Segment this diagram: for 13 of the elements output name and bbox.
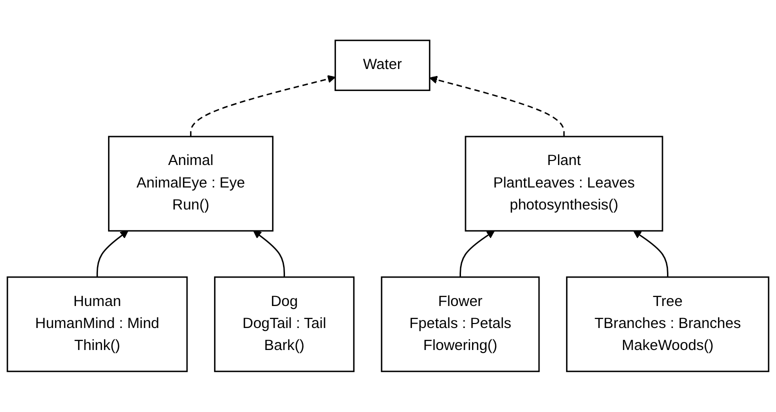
arrow [190, 75, 336, 137]
node-box: Plant PlantLeaves : Leaves photosynthesis() [464, 136, 664, 232]
arrow [429, 76, 565, 137]
arrow [633, 230, 668, 278]
arrow [460, 230, 495, 278]
node-box: Tree TBranches : Branches MakeWoods() [566, 276, 770, 372]
node-box: Water [334, 40, 430, 92]
node-box: Human HumanMind : Mind Think() [6, 276, 188, 372]
node-box: Animal AnimalEye : Eye Run() [108, 136, 274, 232]
arrow [96, 230, 128, 278]
node-box: Flower Fpetals : Petals Flowering() [380, 276, 540, 372]
arrow [253, 230, 285, 278]
node-box: Dog DogTail : Tail Bark() [214, 276, 355, 372]
